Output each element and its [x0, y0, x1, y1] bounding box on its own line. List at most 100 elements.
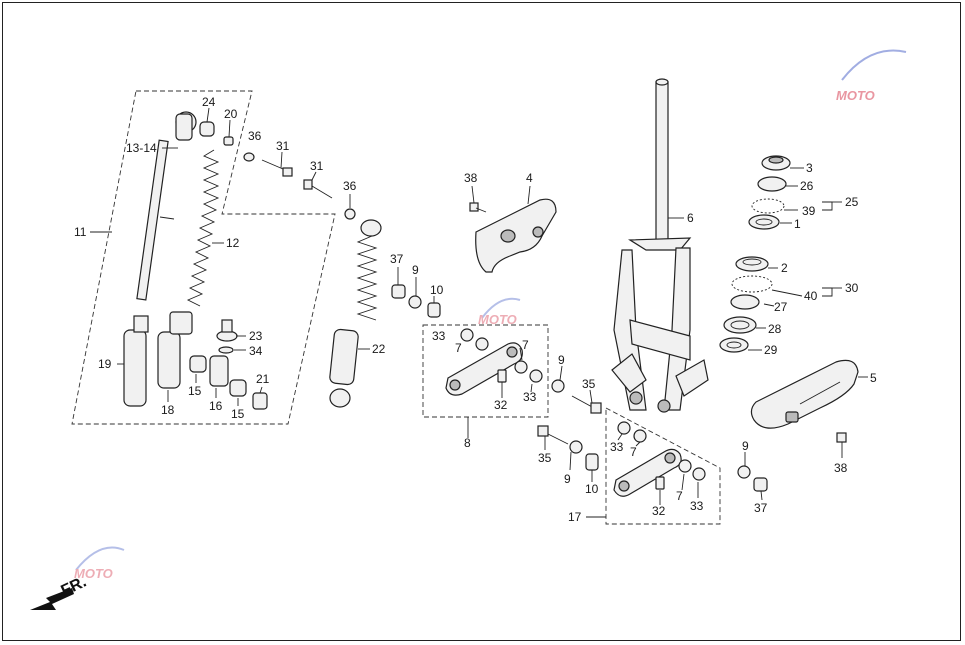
collar-7c	[633, 429, 647, 443]
part-label-22: 22	[372, 342, 386, 356]
washer-9b	[551, 379, 565, 393]
nut-3	[761, 155, 791, 171]
part-label-9c: 9	[564, 472, 571, 486]
washer-36b	[344, 208, 356, 220]
part-label-33c: 33	[610, 440, 624, 454]
outline-group-17	[605, 407, 721, 525]
collar-10b	[585, 453, 599, 471]
svg-text:MOTO: MOTO	[74, 566, 113, 581]
cover-5	[750, 359, 859, 429]
part-label-1: 1	[794, 217, 801, 231]
washer-9c	[569, 440, 583, 454]
bolt-35b	[537, 425, 569, 445]
collar-10a	[427, 302, 441, 318]
part-label-35b: 35	[538, 451, 552, 465]
part-label-19: 19	[98, 357, 112, 371]
part-label-2: 2	[781, 261, 788, 275]
fork-tube	[136, 111, 197, 301]
part-label-12: 12	[226, 236, 240, 250]
bushing-33c	[617, 421, 631, 435]
part-label-7d: 7	[676, 489, 683, 503]
part-label-4: 4	[526, 171, 533, 185]
shock-absorber	[329, 219, 382, 408]
washer-20	[223, 136, 234, 146]
steering-stem-6	[611, 78, 709, 413]
link-arm-17	[613, 448, 682, 497]
washer-29	[719, 337, 749, 353]
bearing-39	[751, 198, 785, 214]
bushing-15b	[229, 379, 247, 397]
grease-fitting-32a	[497, 369, 507, 383]
bolt-23	[221, 319, 233, 333]
part-label-36b: 36	[343, 179, 357, 193]
part-label-18: 18	[161, 403, 175, 417]
part-label-8: 8	[464, 436, 471, 450]
part-label-33a: 33	[432, 329, 446, 343]
bushing-33d	[692, 467, 706, 481]
part-label-20: 20	[224, 107, 238, 121]
part-label-16: 16	[209, 399, 223, 413]
nut-37a	[391, 284, 406, 299]
collar-16	[209, 355, 229, 387]
race-1	[748, 214, 780, 230]
part-label-6: 6	[687, 211, 694, 225]
part-label-34: 34	[249, 344, 263, 358]
part-label-33d: 33	[690, 499, 704, 513]
bolt-38a	[469, 202, 487, 213]
part-label-3: 3	[806, 161, 813, 175]
part-label-29: 29	[764, 343, 778, 357]
part-label-9a: 9	[412, 263, 419, 277]
part-label-40: 40	[804, 289, 818, 303]
part-label-31b: 31	[310, 159, 324, 173]
washer-9a	[408, 295, 422, 309]
part-label-9d: 9	[742, 439, 749, 453]
bolt-35a	[571, 395, 602, 414]
collar-7a	[475, 337, 489, 351]
outline-group-11	[71, 90, 336, 425]
link-arm-8	[445, 342, 523, 396]
part-label-10a: 10	[430, 283, 444, 297]
grease-fitting-32b	[655, 476, 665, 490]
part-label-7a: 7	[455, 341, 462, 355]
part-label-32a: 32	[494, 398, 508, 412]
part-label-38b: 38	[834, 461, 848, 475]
nut-26	[757, 176, 787, 192]
part-label-17: 17	[568, 510, 582, 524]
part-label-7b: 7	[522, 338, 529, 352]
part-label-15b: 15	[231, 407, 245, 421]
part-label-27: 27	[774, 300, 788, 314]
bolt-31b	[303, 179, 333, 199]
bracket-4	[475, 198, 557, 273]
nut-37b	[753, 477, 768, 492]
part-label-25: 25	[845, 195, 859, 209]
watermark-logo-top: MOTO	[836, 49, 907, 103]
part-label-9b: 9	[558, 353, 565, 367]
bushing-33b	[529, 369, 543, 383]
part-label-35a: 35	[582, 377, 596, 391]
part-label-24: 24	[202, 95, 216, 109]
part-label-33b: 33	[523, 390, 537, 404]
seal-28	[723, 316, 757, 334]
collar-7d	[678, 459, 692, 473]
part-label-15a: 15	[188, 384, 202, 398]
svg-text:MOTO: MOTO	[836, 88, 875, 103]
bolt-38b	[836, 432, 847, 458]
fork-spring	[186, 149, 220, 307]
part-label-5: 5	[870, 371, 877, 385]
part-label-30: 30	[845, 281, 859, 295]
watermark-logo-mid: MOTO	[478, 297, 521, 327]
part-label-13-14: 13-14	[126, 141, 157, 155]
fork-slider-19	[123, 315, 149, 407]
bearing-40	[731, 275, 773, 293]
watermark-logo-bottom: MOTO	[74, 546, 125, 581]
part-label-11: 11	[74, 225, 87, 239]
bolt-31a	[243, 152, 293, 177]
fork-slider-18	[157, 311, 193, 389]
part-label-37a: 37	[390, 252, 404, 266]
race-2	[735, 256, 769, 272]
outline-group-8	[422, 324, 549, 418]
washer-9d	[737, 465, 751, 479]
bushing-33a	[460, 328, 474, 342]
washer-34	[218, 346, 234, 354]
